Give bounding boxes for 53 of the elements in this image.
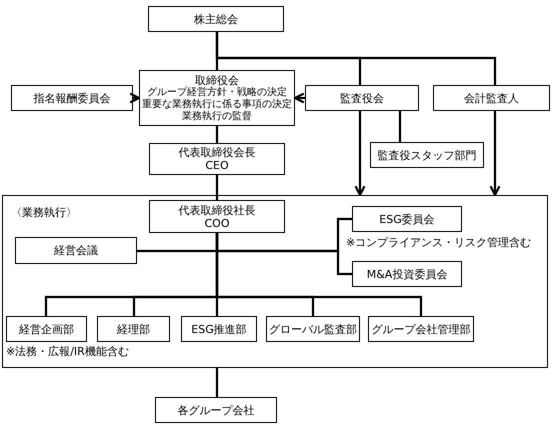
group-title: 〈業務執行〉 xyxy=(11,206,77,219)
node-text: 監査役会 xyxy=(340,92,384,104)
org-box xyxy=(11,85,133,111)
connector-line xyxy=(398,111,402,142)
node-text: 指名報酬委員会 xyxy=(34,92,110,104)
node-text: グローバル監査部 xyxy=(269,322,357,336)
connector-line xyxy=(216,233,422,316)
org-box xyxy=(155,397,277,423)
org-box xyxy=(139,70,295,126)
node-text: グループ会社管理部 xyxy=(372,322,470,336)
node-text: M&A投資委員会 xyxy=(366,268,448,280)
node-text: 経営会議 xyxy=(54,244,98,257)
node-text: 代表取締役社長 xyxy=(178,204,256,216)
org-box xyxy=(352,206,462,232)
org-box xyxy=(433,85,550,111)
note-text: ※法務・広報/IR機能含む xyxy=(6,345,129,358)
org-box xyxy=(370,142,484,168)
node-text: 株主総会 xyxy=(194,12,238,26)
org-box xyxy=(97,316,170,342)
node-text: 監査役スタッフ部門 xyxy=(378,148,476,162)
org-box xyxy=(352,261,462,287)
node-text: 取締役会 xyxy=(195,74,239,86)
org-box xyxy=(305,85,419,111)
org-box xyxy=(148,6,284,32)
group-frame xyxy=(2,195,548,368)
node-text: ESG委員会 xyxy=(379,212,435,226)
org-box xyxy=(149,143,285,175)
node-text: 経理部 xyxy=(117,322,150,336)
note-text: ※コンプライアンス・リスク管理含む xyxy=(346,236,532,249)
org-box xyxy=(266,316,360,342)
arrow xyxy=(490,111,500,196)
node-text: 業務執行の監督 xyxy=(182,110,252,122)
arrow xyxy=(294,92,305,104)
org-box xyxy=(15,237,137,264)
node-text: ESG推進部 xyxy=(191,322,247,336)
node-text: グループ経営方針・戦略の決定 xyxy=(147,86,287,98)
org-box xyxy=(6,316,87,342)
node-text: 各グループ会社 xyxy=(178,404,254,416)
node-text: 代表取締役会長 xyxy=(178,146,256,159)
node-text: COO xyxy=(204,216,230,230)
connector-line xyxy=(216,32,496,85)
org-box xyxy=(149,200,285,233)
node-text: 経営企画部 xyxy=(19,322,74,336)
connector-line xyxy=(216,126,218,143)
connector-line xyxy=(216,175,218,200)
node-text: 会計監査人 xyxy=(464,92,519,104)
org-box xyxy=(368,316,474,342)
arrow xyxy=(129,92,140,104)
arrow xyxy=(354,111,366,196)
connector-line xyxy=(216,368,218,397)
node-text: 重要な業務執行に係る事項の決定 xyxy=(142,98,292,110)
org-box xyxy=(181,316,257,342)
node-text: CEO xyxy=(205,159,229,172)
